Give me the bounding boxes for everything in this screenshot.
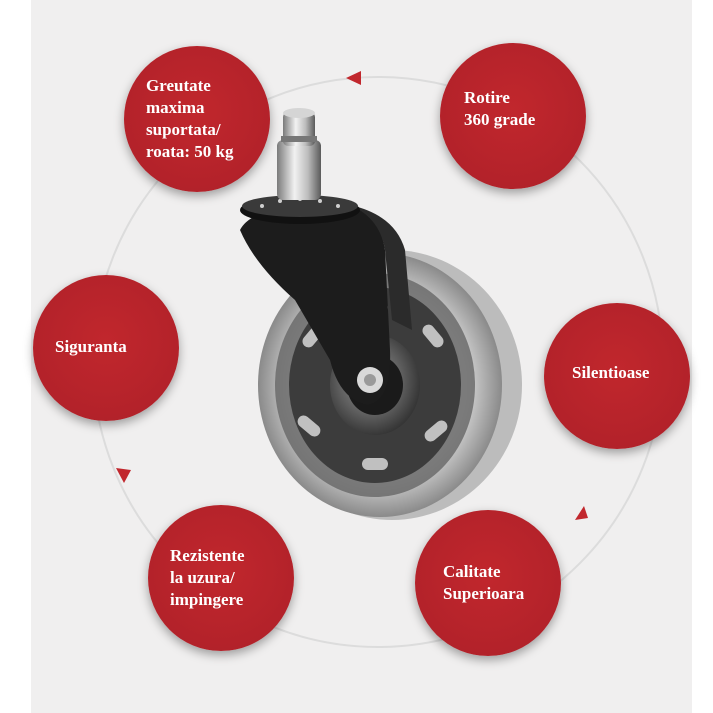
feature-rotation-label: Rotire 360 grade xyxy=(464,88,536,129)
feature-max-weight: Greutate maxima suportata/ roata: 50 kg xyxy=(124,46,270,192)
feature-safety: Siguranta xyxy=(33,275,179,421)
feature-wear-resistance: Rezistente la uzura/ impingere xyxy=(148,505,294,651)
feature-silent-label: Silentioase xyxy=(572,363,650,382)
feature-max-weight-label: Greutate maxima suportata/ roata: 50 kg xyxy=(146,76,234,161)
arrow-top-icon xyxy=(346,71,361,85)
arrow-right-icon xyxy=(575,506,588,520)
arrow-left-icon xyxy=(116,468,131,483)
feature-silent: Silentioase xyxy=(544,303,690,449)
feature-rotation: Rotire 360 grade xyxy=(440,43,586,189)
caster-wheel-image xyxy=(240,108,522,520)
feature-wear-resistance-label: Rezistente la uzura/ impingere xyxy=(170,546,245,609)
feature-quality: Calitate Superioara xyxy=(415,510,561,656)
feature-safety-label: Siguranta xyxy=(55,337,127,356)
feature-quality-label: Calitate Superioara xyxy=(443,562,525,603)
